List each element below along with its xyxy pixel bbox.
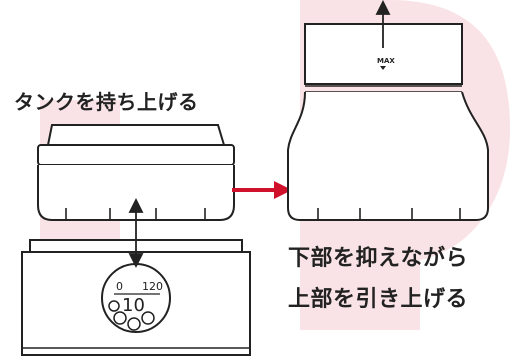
max-label: MAX	[377, 57, 395, 65]
container-notches	[317, 208, 461, 220]
transition-arrow	[232, 181, 292, 199]
lift-arrow	[128, 197, 144, 269]
max-marker: MAX	[377, 57, 395, 70]
dial-buttons	[108, 300, 155, 331]
caption-pull-top: 上部を引き上げる	[288, 287, 469, 312]
dial-scale-min: 0	[116, 280, 123, 293]
caption-hold-bottom: 下部を抑えながら	[288, 246, 469, 271]
extended-container	[287, 23, 489, 221]
pull-up-arrow	[375, 0, 391, 48]
lid-notches	[65, 208, 206, 220]
dial: 0 120 10	[101, 263, 171, 333]
tank-lid	[37, 124, 235, 221]
dial-value: 10	[122, 295, 145, 316]
caption-lift-tank: タンクを持ち上げる	[14, 90, 199, 114]
dial-scale-max: 120	[142, 280, 163, 293]
